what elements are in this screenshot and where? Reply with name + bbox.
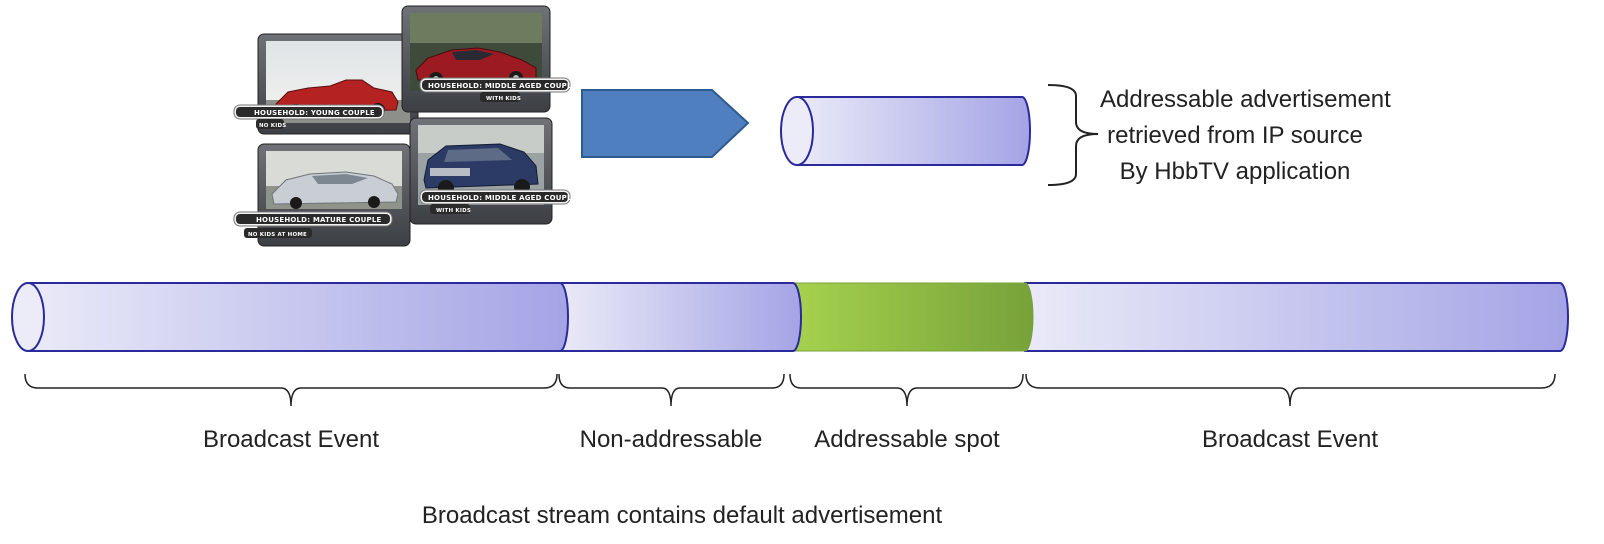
segment-addressable-spot xyxy=(792,282,1034,352)
tv-panel-young-couple: HOUSEHOLD: YOUNG COUPLE NO KIDS xyxy=(233,33,419,135)
bracket-broadcast-event-2 xyxy=(1025,373,1556,407)
ip-ad-label: Addressable advertisement retrieved from… xyxy=(1100,82,1391,190)
tv-caption: HOUSEHOLD: MIDDLE AGED COUPLE xyxy=(428,82,577,90)
segment-brackets xyxy=(24,373,1556,407)
tv-collage: HOUSEHOLD: YOUNG COUPLE NO KIDS HOUSEHOL… xyxy=(233,5,577,247)
tv-caption: HOUSEHOLD: YOUNG COUPLE xyxy=(254,109,375,117)
bracket-broadcast-event-1 xyxy=(24,373,558,407)
segment-broadcast-event-2 xyxy=(1024,282,1569,352)
segment-label-addressable-spot: Addressable spot xyxy=(814,426,1000,453)
ip-ad-label-line-1: Addressable advertisement xyxy=(1100,86,1391,113)
ip-ad-cylinder xyxy=(780,96,1031,166)
segment-label-broadcast-event-2: Broadcast Event xyxy=(1201,426,1379,453)
tv-caption: HOUSEHOLD: MIDDLE AGED COUPLE xyxy=(428,194,577,202)
segment-non-addressable xyxy=(559,282,802,352)
tv-caption: HOUSEHOLD: MATURE COUPLE xyxy=(256,216,382,224)
tv-panel-mature-couple: HOUSEHOLD: MATURE COUPLE NO KIDS AT HOME xyxy=(233,143,411,247)
car-image xyxy=(423,143,539,196)
tv-subcaption: NO KIDS xyxy=(259,123,286,129)
tv-panel-middle-aged-couple-1: HOUSEHOLD: MIDDLE AGED COUPLE WITH KIDS xyxy=(401,5,577,113)
segment-broadcast-event-1 xyxy=(27,282,569,352)
segment-label-broadcast-event-1: Broadcast Event xyxy=(202,426,380,453)
arrow-right-icon xyxy=(581,89,750,158)
stream-start-cap xyxy=(11,282,45,352)
tv-subcaption: NO KIDS AT HOME xyxy=(248,232,307,238)
footer-caption: Broadcast stream contains default advert… xyxy=(421,502,943,529)
ip-ad-label-line-2: retrieved from IP source xyxy=(1107,122,1363,149)
bracket-non-addressable xyxy=(558,373,785,407)
segment-label-non-addressable: Non-addressable xyxy=(579,426,763,453)
tv-panel-middle-aged-couple-2: HOUSEHOLD: MIDDLE AGED COUPLE WITH KIDS xyxy=(409,117,577,225)
bracket-addressable-spot xyxy=(789,373,1024,407)
ip-ad-brace xyxy=(1047,84,1099,186)
ip-ad-label-line-3: By HbbTV application xyxy=(1119,158,1351,185)
tv-subcaption: WITH KIDS xyxy=(436,208,471,214)
car-image xyxy=(271,171,399,209)
broadcast-stream xyxy=(11,282,1569,352)
tv-subcaption: WITH KIDS xyxy=(486,96,521,102)
